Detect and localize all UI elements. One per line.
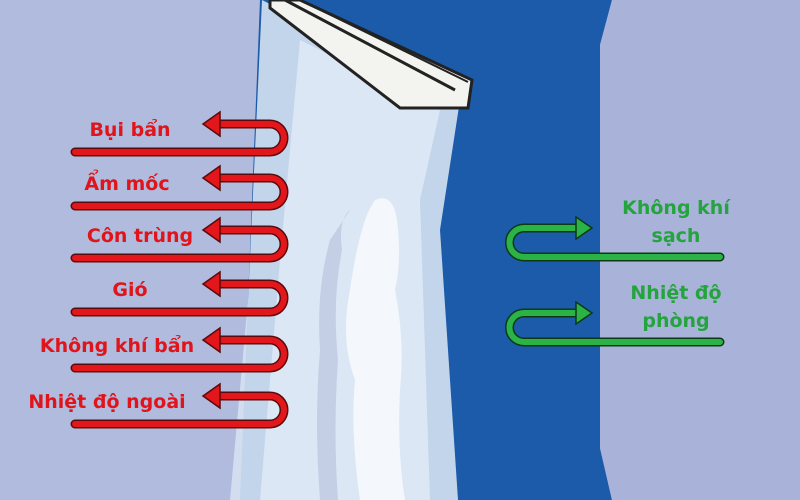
red-arrow-icon	[72, 281, 287, 315]
outside-factor: Bụi bẩn	[70, 110, 289, 157]
inside-wall	[600, 0, 800, 500]
arrow-right-icon	[575, 215, 594, 241]
outside-factor: Côn trùng	[70, 216, 289, 263]
shadow-silhouette	[317, 210, 350, 500]
outside-factor-label: Nhiệt độ ngoài	[28, 391, 185, 413]
air-curtain-unit	[268, 0, 474, 110]
outside-factor-label: Ẩm mốc	[84, 169, 169, 195]
outside-factor-label: Bụi bẩn	[89, 118, 170, 141]
inside-condition-label-line2: sạch	[652, 225, 701, 247]
outside-factor-label: Không khí bẩn	[40, 334, 194, 357]
outside-factor-label: Gió	[112, 279, 147, 301]
inside-condition-label-line2: phòng	[642, 310, 709, 332]
arrow-left-icon	[201, 382, 221, 410]
arrow-left-icon	[201, 270, 221, 298]
door-frame	[0, 0, 260, 500]
arrow-left-icon	[201, 164, 221, 192]
red-arrow-icon	[72, 121, 287, 155]
arrow-left-icon	[201, 110, 221, 138]
inside-condition: Nhiệt độ phòng	[505, 282, 725, 347]
red-arrow-icon	[72, 393, 287, 427]
red-arrow-icon	[72, 227, 287, 261]
outside-factor: Gió	[70, 270, 289, 317]
inside-condition: Không khí sạch	[505, 197, 731, 262]
green-arrow-icon	[506, 225, 723, 260]
arrow-left-icon	[201, 326, 221, 354]
outside-factor: Ẩm mốc	[70, 164, 289, 211]
red-arrow-icon	[72, 337, 287, 371]
inside-condition-label-line1: Nhiệt độ	[630, 282, 721, 304]
outside-factor: Nhiệt độ ngoài	[28, 382, 289, 429]
outside-factor: Không khí bẩn	[40, 326, 289, 373]
arrow-right-icon	[575, 300, 594, 326]
inside-condition-label-line1: Không khí	[622, 197, 731, 219]
green-arrow-icon	[506, 310, 723, 345]
outside-factor-label: Côn trùng	[87, 225, 193, 247]
arrow-left-icon	[201, 216, 221, 244]
person-silhouette	[346, 198, 405, 500]
red-arrow-icon	[72, 175, 287, 209]
